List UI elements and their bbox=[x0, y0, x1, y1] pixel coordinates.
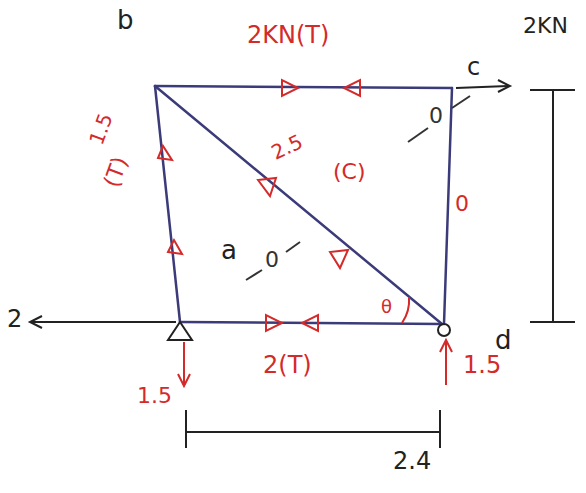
force-marker bbox=[258, 178, 276, 196]
joint-label: a bbox=[220, 236, 238, 265]
force-marker bbox=[158, 146, 172, 160]
force-type: (T) bbox=[99, 153, 133, 192]
member-force: 2.5 bbox=[267, 130, 307, 164]
zero-force: 0 bbox=[428, 104, 444, 128]
top-member bbox=[155, 86, 452, 88]
joint-label: b bbox=[116, 6, 135, 35]
dimension-value: 2.4 bbox=[392, 448, 432, 474]
member-force: 1.5 bbox=[85, 109, 117, 148]
joint-label: c bbox=[466, 54, 481, 80]
arrow-head bbox=[498, 80, 510, 92]
zero-force: 0 bbox=[454, 192, 470, 216]
dimension-tick bbox=[185, 410, 187, 448]
arrow-head bbox=[440, 340, 452, 352]
force-marker bbox=[266, 315, 282, 331]
member-force: 2KN(T) bbox=[246, 22, 330, 48]
reaction-arrow bbox=[32, 321, 176, 323]
reaction-arrow bbox=[183, 342, 185, 384]
load-arrow bbox=[456, 86, 508, 88]
force-marker bbox=[330, 250, 348, 268]
diagonal-member bbox=[155, 86, 442, 324]
arrow-head bbox=[30, 316, 42, 328]
reaction-value: 1.5 bbox=[136, 384, 173, 408]
zero-force: 0 bbox=[264, 248, 280, 272]
dimension-tick bbox=[439, 410, 441, 448]
angle-arc bbox=[402, 297, 409, 323]
dimension-tick bbox=[530, 321, 575, 323]
pin-support bbox=[168, 322, 192, 340]
dimension-line bbox=[186, 431, 440, 433]
roller-support bbox=[438, 324, 450, 336]
force-type: (C) bbox=[332, 160, 367, 184]
force-marker bbox=[302, 315, 318, 331]
force-marker bbox=[344, 80, 360, 96]
right-member bbox=[444, 88, 452, 324]
member-force: 2(T) bbox=[262, 352, 313, 378]
dimension-line bbox=[552, 90, 554, 322]
zero-slash bbox=[286, 242, 300, 252]
left-member bbox=[155, 86, 180, 322]
force-marker bbox=[168, 240, 182, 254]
zero-slash bbox=[408, 128, 428, 142]
force-marker bbox=[282, 80, 298, 96]
zero-slash bbox=[452, 96, 470, 108]
dimension-tick bbox=[530, 89, 575, 91]
reaction-value: 2 bbox=[6, 306, 23, 332]
angle-label: θ bbox=[380, 297, 393, 317]
joint-label: d bbox=[494, 326, 513, 355]
load-value: 2KN bbox=[522, 14, 569, 38]
zero-slash bbox=[246, 270, 262, 280]
arrow-head bbox=[178, 374, 190, 386]
reaction-arrow bbox=[445, 342, 447, 385]
reaction-value: 1.5 bbox=[462, 352, 502, 378]
